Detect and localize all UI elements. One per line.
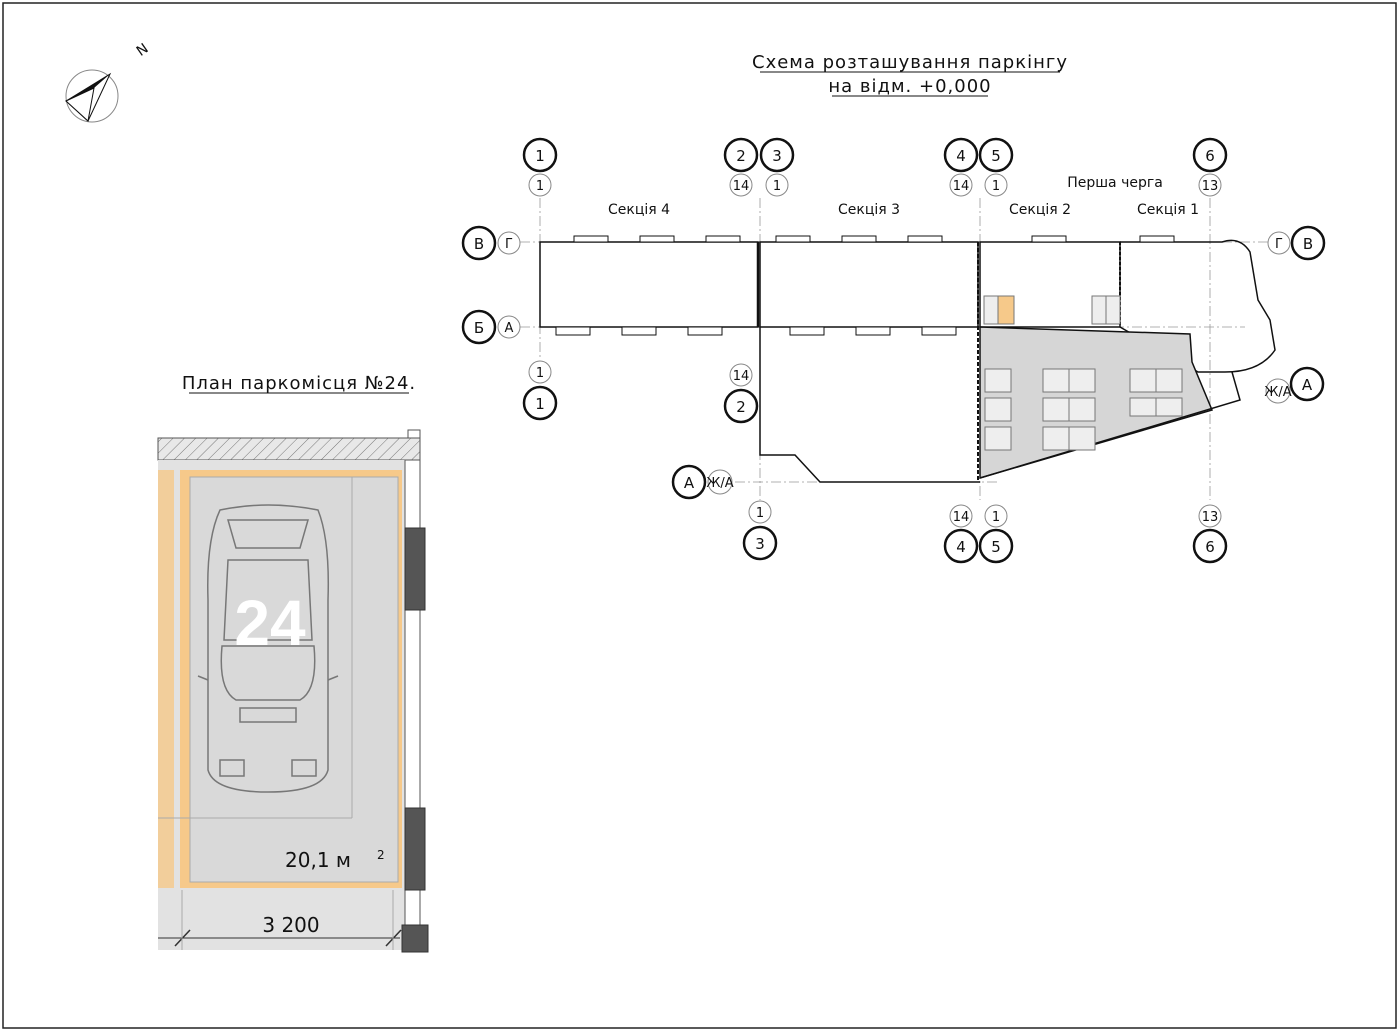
svg-text:14: 14 (953, 179, 970, 194)
svg-text:Г: Г (1275, 237, 1283, 252)
svg-text:13: 13 (1202, 179, 1219, 194)
svg-text:В: В (1303, 235, 1313, 253)
scheme-title-line1: Схема розташування паркінгу (752, 52, 1068, 73)
car-icon (197, 504, 339, 793)
svg-text:2: 2 (736, 398, 746, 416)
axis-marker: 1 1 (522, 137, 558, 197)
svg-text:14: 14 (733, 369, 750, 384)
svg-text:14: 14 (953, 510, 970, 525)
scheme-title-line2: на відм. +0,000 (828, 76, 991, 97)
section-4-label: Секція 4 (608, 202, 670, 218)
parking-plan: 24 20,1 м 2 3 200 (157, 429, 429, 953)
svg-text:14: 14 (733, 179, 750, 194)
parking-stalls (983, 295, 1183, 451)
highlighted-space-24[interactable] (997, 295, 1015, 325)
plan-title: План паркомісця №24. (182, 373, 416, 394)
svg-text:Б: Б (474, 319, 484, 337)
svg-text:1: 1 (992, 510, 1000, 525)
axis-marker: 14 4 (943, 504, 979, 564)
axis-marker: 1 1 (522, 360, 558, 421)
svg-text:А: А (684, 474, 695, 492)
axis-marker: 2 14 (723, 137, 759, 197)
svg-text:4: 4 (956, 538, 966, 556)
space-number: 24 (234, 587, 306, 659)
axis-marker: В Г (461, 225, 521, 261)
svg-text:13: 13 (1202, 510, 1219, 525)
svg-text:6: 6 (1205, 147, 1215, 165)
section-3-label: Секція 3 (838, 202, 900, 218)
north-label: N (134, 41, 152, 60)
axis-marker: 13 6 (1192, 504, 1228, 564)
axis-marker: 6 13 (1192, 137, 1228, 197)
svg-text:Ж/А: Ж/А (706, 476, 733, 491)
svg-text:1: 1 (536, 366, 544, 381)
top-axis-markers: 1 1 2 14 3 1 4 14 5 1 (522, 137, 1228, 197)
svg-text:1: 1 (536, 179, 544, 194)
area-value: 20,1 м (285, 848, 351, 872)
column (404, 807, 426, 891)
north-arrow-icon: N (65, 41, 152, 123)
svg-text:6: 6 (1205, 538, 1215, 556)
axis-marker: 3 1 (759, 137, 795, 197)
axis-marker: А Ж/А (1264, 366, 1325, 404)
svg-text:2: 2 (736, 147, 746, 165)
svg-text:1: 1 (773, 179, 781, 194)
axis-marker: 4 14 (943, 137, 979, 197)
column (401, 924, 429, 953)
side-axis-markers: В Г Б А В Г А Ж/А А Ж/А (461, 225, 1326, 500)
axis-marker: 14 2 (723, 363, 759, 424)
phase-label: Перша черга (1067, 175, 1163, 191)
svg-text:Г: Г (505, 237, 513, 252)
svg-text:5: 5 (991, 538, 1001, 556)
svg-text:Ж/А: Ж/А (1264, 385, 1291, 400)
width-dimension: 3 200 (262, 913, 319, 937)
svg-text:1: 1 (535, 147, 545, 165)
parking-space-24[interactable] (189, 476, 399, 883)
section-1-label: Секція 1 (1137, 202, 1199, 218)
parking-zone (979, 326, 1241, 480)
axis-marker: А Ж/А (671, 464, 734, 500)
svg-text:1: 1 (756, 506, 764, 521)
svg-text:1: 1 (535, 395, 545, 413)
svg-text:А: А (1302, 376, 1313, 394)
column (404, 527, 426, 611)
svg-text:4: 4 (956, 147, 966, 165)
facade-notches (555, 235, 1175, 336)
svg-text:А: А (505, 321, 514, 336)
wall-top (157, 437, 421, 461)
svg-text:5: 5 (991, 147, 1001, 165)
svg-text:3: 3 (772, 147, 782, 165)
axis-marker: 1 3 (742, 500, 778, 561)
scheme-title: Схема розташування паркінгу на відм. +0,… (752, 52, 1068, 97)
svg-text:В: В (474, 235, 484, 253)
section-2-label: Секція 2 (1009, 202, 1071, 218)
svg-text:1: 1 (992, 179, 1000, 194)
axis-marker: В Г (1267, 225, 1326, 261)
axis-marker: 1 5 (978, 504, 1014, 564)
bottom-axis-markers: 1 1 14 2 1 3 14 4 1 5 (522, 360, 1228, 564)
area-unit-superscript: 2 (377, 848, 385, 862)
svg-text:3: 3 (755, 535, 765, 553)
axis-marker: 5 1 (978, 137, 1014, 197)
axis-marker: Б А (461, 309, 521, 345)
